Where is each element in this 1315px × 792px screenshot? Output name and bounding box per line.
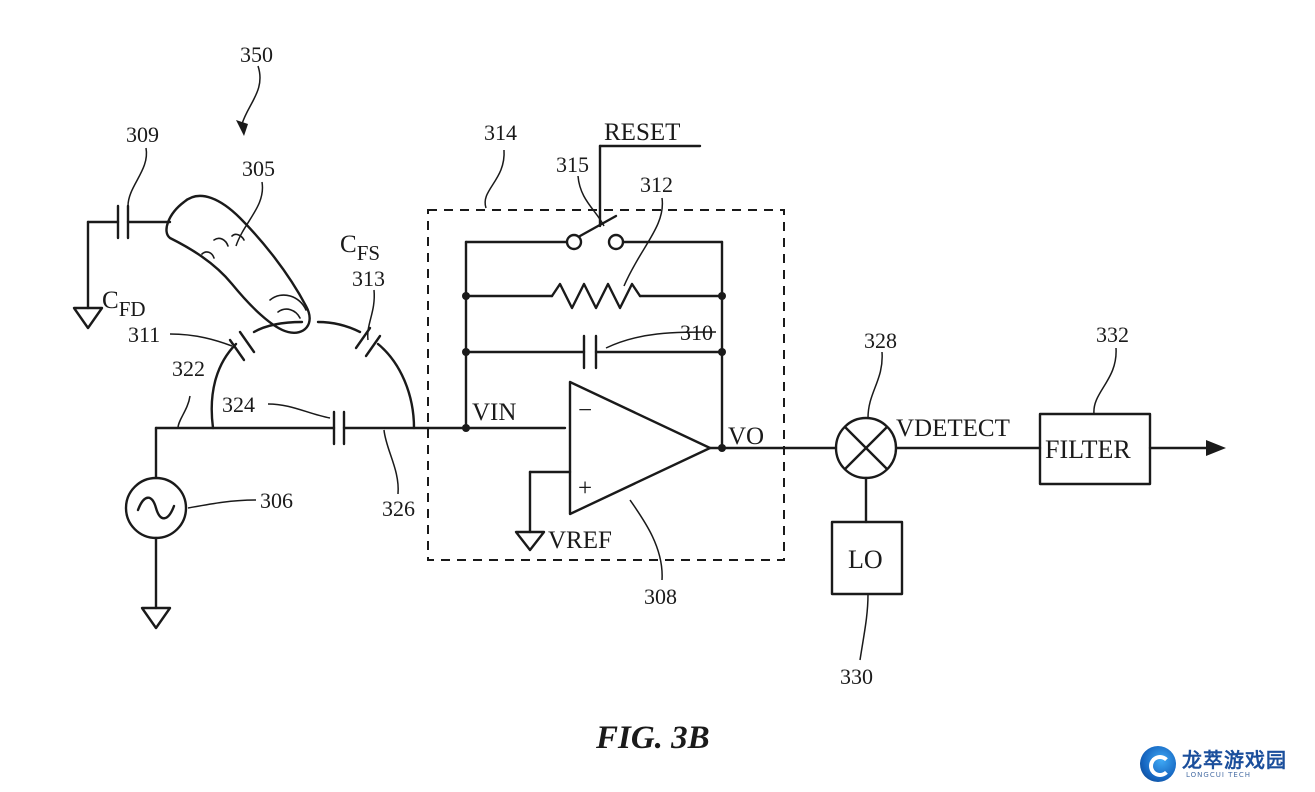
logo-name-cn: 龙萃游戏园 [1182, 748, 1287, 772]
capacitor-313-plate-b [364, 334, 382, 358]
label-vo: VO [728, 423, 764, 450]
capacitor-311-plate-b [238, 330, 256, 354]
signal-labels: RESET CFS CFD VIN VO VDETECT VREF − + FI… [102, 119, 1131, 574]
feedback-network [462, 144, 726, 452]
input-line [154, 410, 567, 446]
ref-314: 314 [484, 120, 517, 145]
ref-305: 305 [242, 156, 275, 181]
label-vin: VIN [472, 399, 516, 426]
integrator-box-314 [427, 209, 785, 561]
arrow-350 [236, 120, 248, 136]
ref-328: 328 [864, 328, 897, 353]
logo-name-en: LONGCUI TECH [1186, 771, 1251, 779]
ref-311: 311 [128, 322, 160, 347]
watermark-logo: 龙萃游戏园 LONGCUI TECH [1140, 744, 1300, 788]
ref-324: 324 [222, 392, 255, 417]
ref-306: 306 [260, 488, 293, 513]
ref-332: 332 [1096, 322, 1129, 347]
opamp-plus-sign: + [578, 475, 592, 502]
reference-numerals: 350 309 305 314 315 312 313 311 322 324 … [126, 42, 1129, 689]
filter-label: FILTER [1045, 435, 1131, 464]
label-vdetect: VDETECT [896, 415, 1010, 442]
logo-icon [1140, 746, 1176, 782]
capacitor-311-plate-a [228, 338, 246, 362]
opamp-308 [514, 380, 838, 552]
ref-350: 350 [240, 42, 273, 67]
lo-label: LO [848, 545, 883, 574]
mixer-328 [834, 416, 1042, 524]
ref-310: 310 [680, 320, 713, 345]
opamp-minus-sign: − [578, 397, 592, 424]
capacitor-309 [72, 204, 172, 330]
lo-block-330 [830, 520, 904, 596]
ref-330: 330 [840, 664, 873, 689]
label-reset: RESET [604, 119, 680, 146]
finger-illustration [165, 194, 311, 334]
figure-caption: FIG. 3B [595, 720, 710, 756]
ref-326: 326 [382, 496, 415, 521]
ref-315: 315 [556, 152, 589, 177]
ref-309: 309 [126, 122, 159, 147]
output-arrow [1148, 440, 1226, 456]
ref-313: 313 [352, 266, 385, 291]
ref-312: 312 [640, 172, 673, 197]
label-vref: VREF [548, 527, 612, 554]
ref-322: 322 [172, 356, 205, 381]
label-cfs: CFS [340, 231, 380, 265]
ref-308: 308 [644, 584, 677, 609]
leader-lines [127, 65, 1117, 661]
label-cfd: CFD [102, 287, 146, 321]
ac-source-306 [124, 426, 188, 630]
